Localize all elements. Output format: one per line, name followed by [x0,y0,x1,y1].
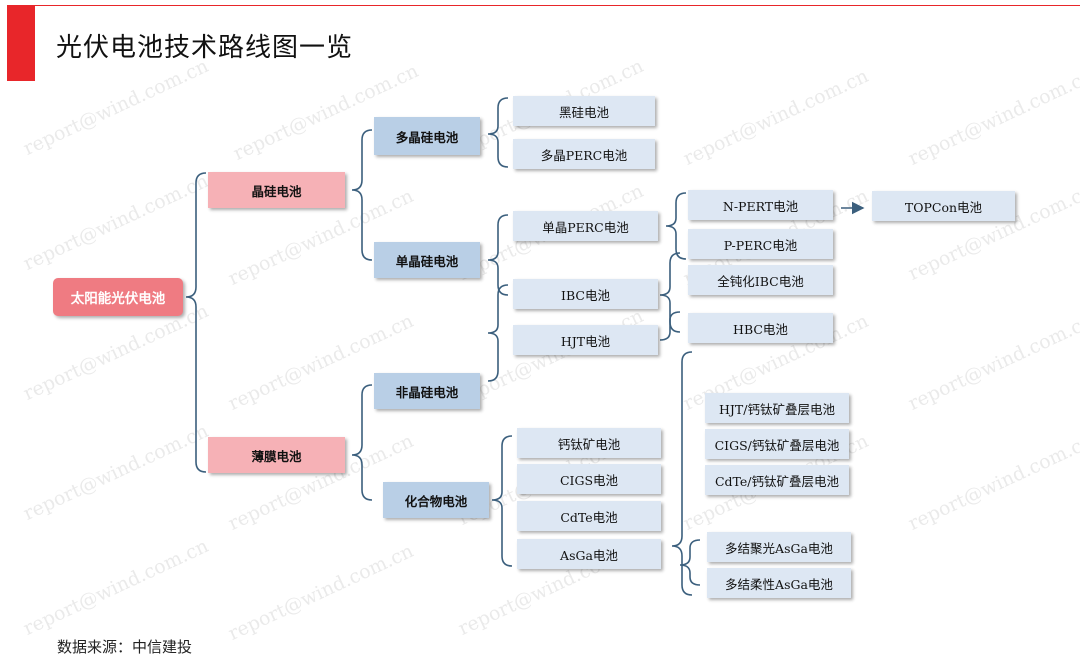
node-poly: 多晶硅电池 [374,117,480,155]
brace-asga [679,539,701,586]
node-root: 太阳能光伏电池 [53,278,183,316]
node-n-pert: N-PERT电池 [688,190,833,220]
node-amorphous: 非晶硅电池 [374,373,480,409]
page-title: 光伏电池技术路线图一览 [56,33,354,63]
node-hjt: HJT电池 [513,325,658,355]
node-multi-concentrator-asga: 多结聚光AsGa电池 [707,532,851,562]
node-black-si: 黑硅电池 [513,96,655,126]
node-mono: 单晶硅电池 [374,242,480,278]
accent-bar [7,5,35,81]
node-perovskite: 钙钛矿电池 [517,428,661,458]
node-cdte-perovskite: CdTe/钙钛矿叠层电池 [705,465,849,495]
brace-thin-film [351,384,373,501]
node-cigs: CIGS电池 [517,464,661,494]
node-full-pass-ibc: 全钝化IBC电池 [688,265,833,295]
node-multi-flexible-asga: 多结柔性AsGa电池 [707,568,851,598]
brace-amorphous [487,284,509,382]
node-ibc: IBC电池 [513,279,658,309]
brace-poly [487,97,509,168]
brace-mono [487,214,509,296]
brace-tandem [671,351,693,596]
brace-crystalline [351,129,373,261]
brace-mono-perc [665,192,687,260]
node-compound: 化合物电池 [383,482,489,518]
node-p-perc: P-PERC电池 [688,229,833,259]
node-mono-perc: 单晶PERC电池 [513,211,658,241]
node-cigs-perovskite: CIGS/钙钛矿叠层电池 [705,429,849,459]
node-asga: AsGa电池 [517,539,661,569]
node-topcon: TOPCon电池 [872,191,1015,221]
node-hjt-perovskite: HJT/钙钛矿叠层电池 [705,393,849,423]
brace-root [185,172,207,473]
node-cdte: CdTe电池 [517,501,661,531]
node-poly-perc: 多晶PERC电池 [513,139,655,169]
top-rule [35,5,1080,6]
brace-compound [491,435,513,567]
source-note: 数据来源：中信建投 [57,638,193,656]
node-thin-film: 薄膜电池 [208,437,345,473]
brace-hjt [659,311,681,341]
node-crystalline: 晶硅电池 [208,172,345,208]
node-hbc: HBC电池 [688,313,833,343]
